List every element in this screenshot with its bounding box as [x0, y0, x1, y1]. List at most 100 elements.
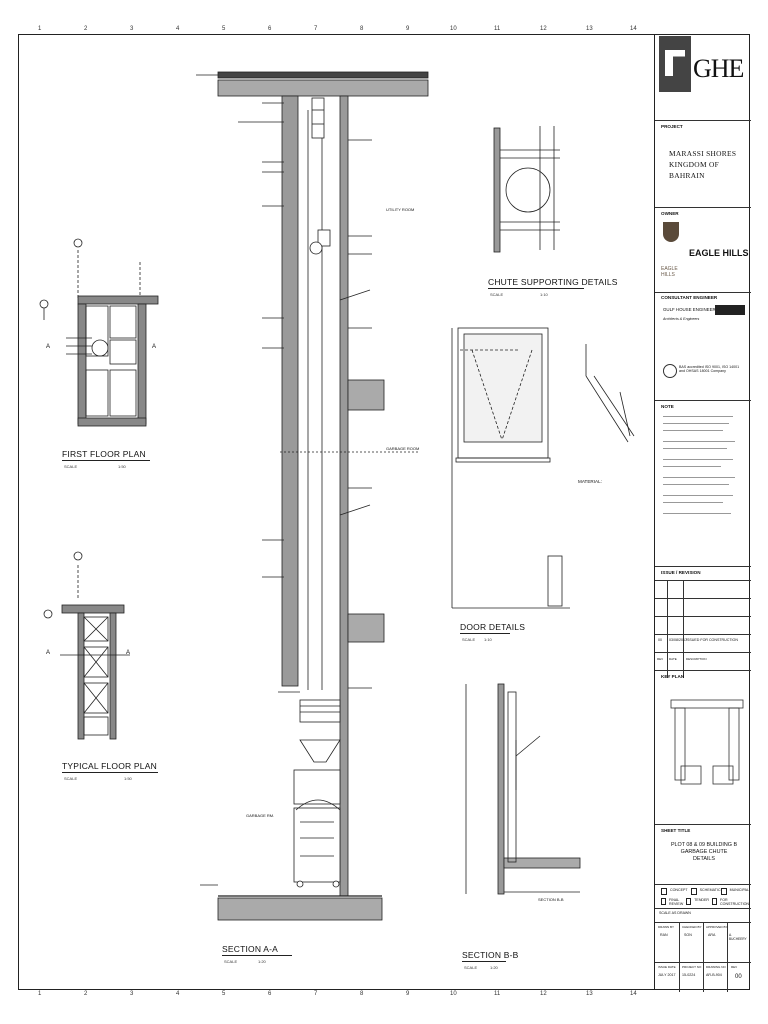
eagle-hills-logo-mark: [663, 222, 679, 242]
typical-floor-plan-title: TYPICAL FLOOR PLAN: [62, 761, 157, 771]
owner-label: OWNER: [661, 211, 679, 216]
scale-value: 1:10: [484, 637, 492, 642]
project-no-label: PROJECT NO: [682, 965, 702, 969]
scale-label: SCALE: [462, 637, 476, 642]
material-label: MATERIAL:: [578, 479, 602, 484]
section-aa-drawing: [196, 71, 429, 921]
approved-by-2-value: A. BUCHEERY: [729, 933, 747, 942]
rev-number: 00: [658, 638, 662, 642]
grid-number: 2: [84, 991, 88, 997]
sheet-title-line: PLOT 08 & 09 BUILDING B: [670, 842, 738, 848]
scale-label: SCALE: [464, 965, 478, 970]
grid-number: 2: [84, 26, 88, 32]
checkbox-concept[interactable]: [661, 888, 668, 895]
scale-value: 1:20: [490, 965, 498, 970]
title-underline: [462, 961, 506, 962]
issue-label: ISSUE / REVISION: [661, 570, 701, 575]
grid-number: 9: [406, 26, 410, 32]
section-mark: A: [152, 344, 157, 350]
grid-number: 11: [494, 26, 501, 32]
consultant-arabic-logo: [715, 305, 745, 315]
checkbox-for-construction[interactable]: [712, 898, 718, 905]
issue-date-value: JULY 2017: [658, 973, 676, 977]
first-floor-plan-drawing: [39, 238, 159, 427]
door-details-drawing: [451, 327, 635, 609]
rev-value: 00: [735, 974, 742, 980]
typical-floor-plan-drawing: [43, 551, 130, 740]
section-mark: A: [126, 650, 131, 656]
door-details-title: DOOR DETAILS: [460, 622, 526, 632]
grid-number: 4: [176, 26, 180, 32]
grid-number: 6: [268, 991, 272, 997]
section-mark: A: [46, 650, 51, 656]
rev-description: ISSUED FOR CONSTRUCTION: [686, 638, 738, 642]
section-aa-title: SECTION A-A: [222, 944, 279, 954]
scale-value: 1:50: [118, 464, 126, 469]
checkbox-schematic[interactable]: [690, 888, 697, 895]
checkbox-municipal[interactable]: [720, 888, 727, 895]
checkbox-group: CONCEPT SCHEMATIC MUNICIPAL FINAL REVIEW…: [661, 888, 749, 907]
grid-number: 10: [450, 991, 457, 997]
grid-number: 8: [360, 991, 364, 997]
rev-col-header: REV: [657, 657, 664, 661]
sheet-title-line: GARBAGE CHUTE DETAILS: [680, 849, 728, 862]
scale-row: SCALE AS DRAWN: [659, 911, 691, 915]
sheet-border: [18, 34, 750, 990]
consultant-label: CONSULTANT ENGINEER: [661, 295, 718, 300]
sheet-title: PLOT 08 & 09 BUILDING B GARBAGE CHUTE DE…: [669, 842, 739, 863]
drawing-no-label: DRAWING NO: [706, 965, 726, 969]
utility-room-label: UTILITY ROOM: [386, 207, 415, 212]
scale-value: 1:10: [540, 292, 548, 297]
grid-number: 5: [222, 991, 226, 997]
notes-lines: [663, 416, 743, 566]
section-bb-drawing: [465, 683, 581, 895]
drawing-canvas: [39, 71, 635, 921]
rev-col-header: DESCRIPTION: [686, 657, 707, 661]
scale-value: 1:20: [258, 959, 266, 964]
chute-supporting-details-drawing: [493, 126, 560, 253]
rev-label: REV: [731, 965, 738, 969]
chute-details-title: CHUTE SUPPORTING DETAILS: [488, 277, 618, 287]
title-underline: [62, 460, 150, 461]
grid-number: 7: [314, 26, 318, 32]
section-bb-title: SECTION B-B: [462, 950, 519, 960]
grid-number: 6: [268, 26, 272, 32]
grid-bottom: 1 2 3 4 5 6 7 8 9 10 11 12 13 14: [18, 991, 654, 999]
grid-number: 13: [586, 26, 593, 32]
grid-number: 3: [130, 991, 134, 997]
first-floor-plan-title: FIRST FLOOR PLAN: [62, 449, 146, 459]
drawn-by-value: RAN: [660, 933, 668, 937]
key-plan-label: KEY PLAN: [661, 674, 685, 679]
grid-number: 11: [494, 991, 501, 997]
grid-number: 12: [540, 991, 547, 997]
checkbox-final-review[interactable]: [661, 898, 667, 905]
title-underline: [222, 955, 292, 956]
garbage-room-label: GARBAGE ROOM: [386, 446, 420, 451]
grid-number: 10: [450, 26, 457, 32]
consultant-sub: Architects & Engineers: [663, 317, 700, 321]
project-label: PROJECT: [661, 124, 683, 129]
grid-number: 5: [222, 26, 226, 32]
owner-name: EAGLE HILLS: [689, 248, 749, 258]
grid-number: 3: [130, 26, 134, 32]
grid-number: 14: [630, 26, 637, 32]
grid-number: 1: [38, 26, 42, 32]
grid-top: 1 2 3 4 5 6 7 8 9 10 11 12 13 14: [18, 26, 654, 34]
drawn-by-label: DRAWN BY: [658, 925, 675, 929]
scale-label: SCALE: [224, 959, 238, 964]
note-label: NOTE: [661, 404, 674, 409]
garbage-rm-label: GARBAGE RM.: [246, 813, 275, 818]
grid-number: 1: [38, 991, 42, 997]
bas-badge-icon: [663, 364, 677, 378]
checked-by-label: CHECKED BY: [682, 925, 702, 929]
scale-label: SCALE: [64, 464, 78, 469]
title-underline: [62, 772, 158, 773]
grid-number: 9: [406, 991, 410, 997]
title-block: GHE PROJECT MARASSI SHORES KINGDOM OF BA…: [654, 34, 751, 992]
checkbox-tender[interactable]: [686, 898, 692, 905]
grid-number: 12: [540, 26, 547, 32]
sheet-title-label: SHEET TITLE: [661, 828, 691, 833]
scale-label: SCALE: [490, 292, 504, 297]
project-line: MARASSI SHORES: [669, 149, 737, 158]
ghe-logo-mark: [659, 36, 691, 92]
